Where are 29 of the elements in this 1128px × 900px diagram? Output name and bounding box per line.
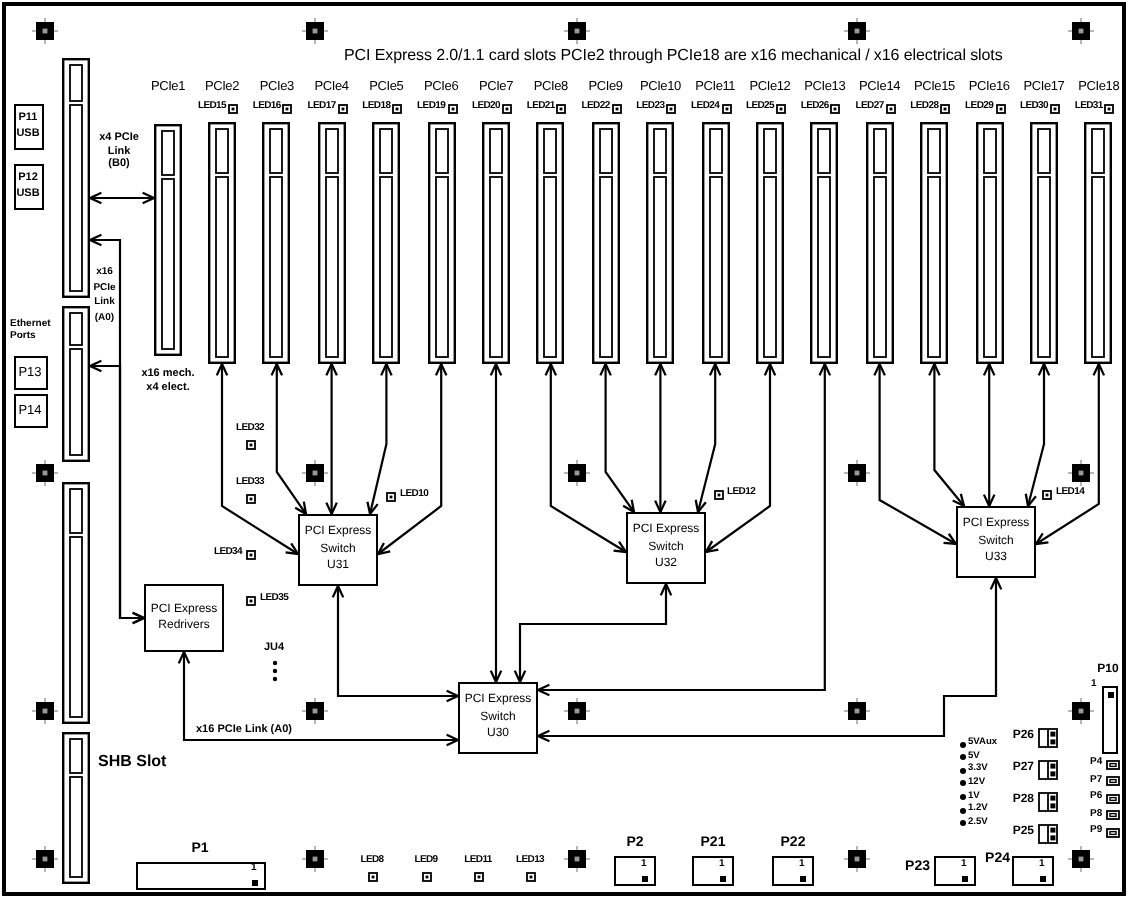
double-arrow	[325, 362, 338, 516]
double-arrow	[536, 362, 832, 697]
double-arrow	[1024, 362, 1051, 508]
backplane-connector	[62, 732, 90, 884]
double-arrow	[694, 362, 722, 514]
slot-label: SHB Slot	[98, 752, 167, 771]
backplane-connector	[62, 482, 90, 724]
double-arrow	[88, 191, 156, 205]
diagram-title: PCI Express 2.0/1.1 card slots PCIe2 through PCIe18 are x16 mechanical / x16 electrical slots	[344, 46, 1003, 65]
double-arrow	[215, 362, 300, 556]
double-arrow	[270, 362, 308, 516]
double-arrow	[366, 362, 393, 516]
backplane-connector	[62, 58, 90, 298]
double-arrow	[654, 362, 667, 514]
double-arrow	[513, 582, 673, 684]
double-arrow	[489, 362, 503, 684]
double-arrow	[1034, 362, 1106, 546]
double-arrow	[982, 362, 996, 508]
double-arrow	[177, 650, 460, 747]
double-arrow	[331, 584, 460, 703]
backplane-connector	[62, 306, 90, 462]
double-arrow	[376, 362, 448, 556]
double-arrow	[544, 362, 628, 554]
double-arrow	[536, 576, 1003, 743]
double-arrow	[928, 362, 966, 508]
double-arrow	[88, 359, 146, 625]
double-arrow	[873, 362, 958, 546]
double-arrow	[599, 362, 636, 514]
double-arrow	[704, 362, 777, 554]
